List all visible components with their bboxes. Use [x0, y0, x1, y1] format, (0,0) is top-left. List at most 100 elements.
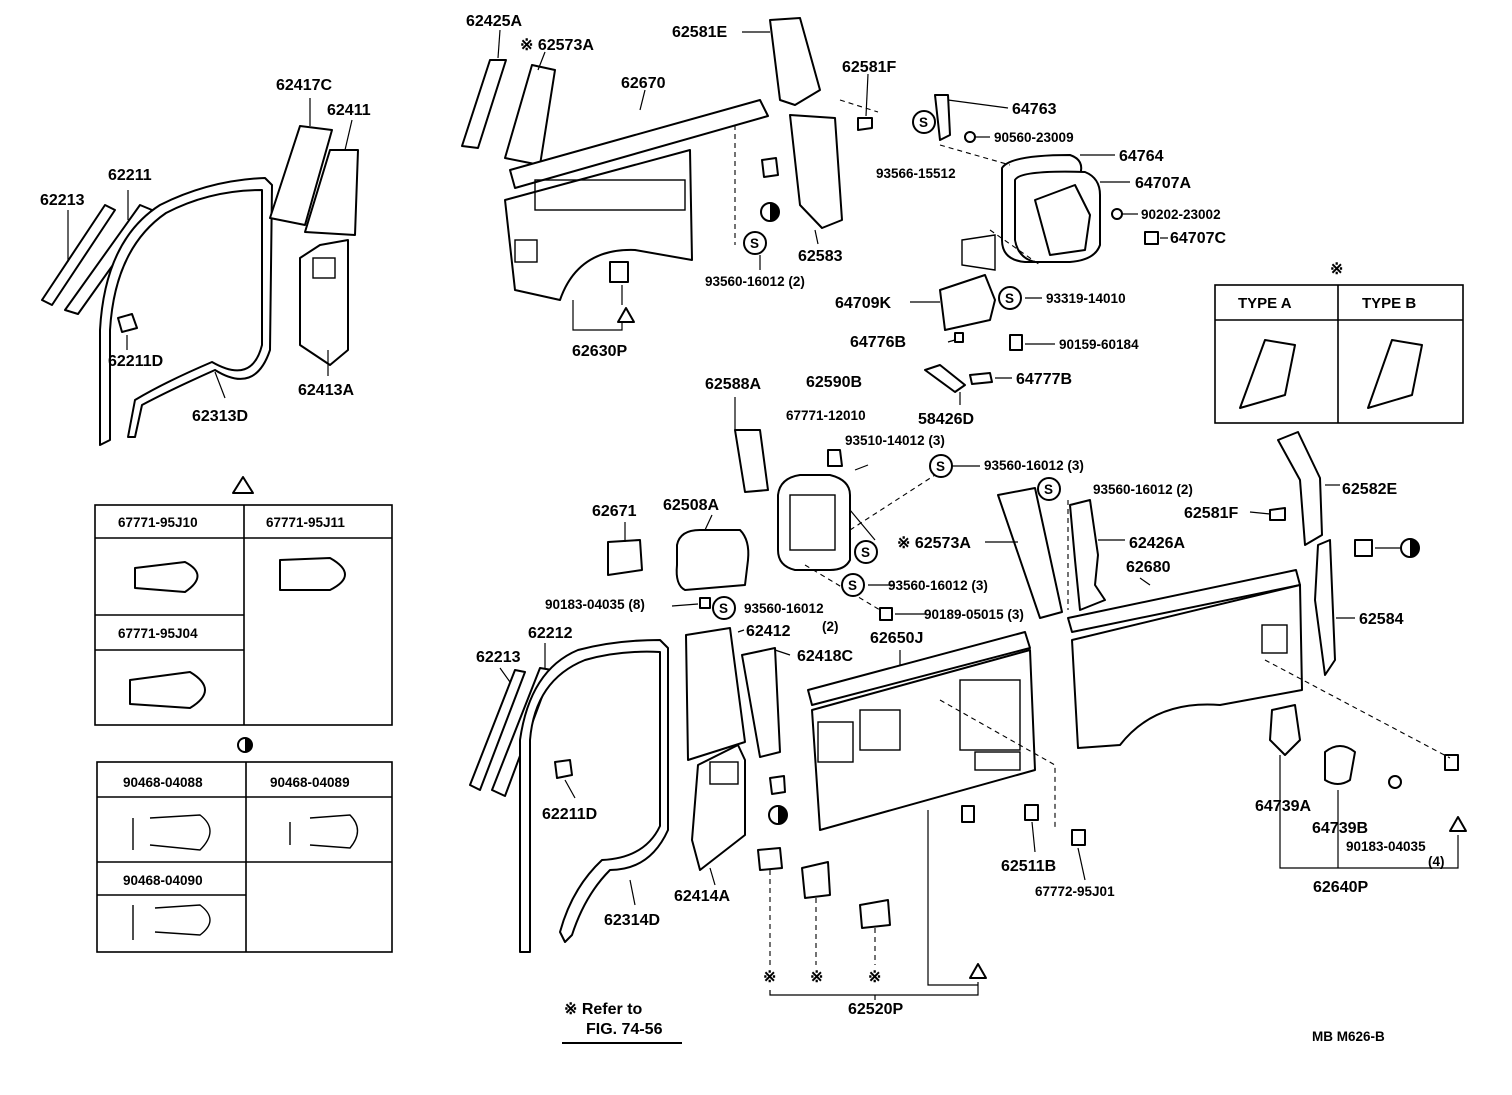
label-64739B: 64739B	[1312, 820, 1368, 837]
clip-legend-cell-1: 67771-95J10	[118, 515, 198, 530]
label-93566-15512: 93566-15512	[876, 166, 956, 181]
part-62520P-plate1	[757, 847, 783, 871]
svg-text:S: S	[750, 236, 759, 251]
svg-text:S: S	[936, 459, 945, 474]
part-62581E	[769, 17, 821, 106]
label-62573A-top: ※ 62573A	[520, 37, 594, 54]
label-2c-qty: (2)	[822, 619, 839, 634]
triangle-marker-62520P	[969, 963, 987, 979]
label-64707A: 64707A	[1135, 175, 1191, 192]
type-table: ※ TYPE A TYPE B	[1214, 261, 1464, 424]
clip-62630P	[609, 261, 629, 283]
triangle-marker-62630P	[617, 307, 635, 323]
s-marker-7: S	[841, 573, 865, 597]
label-62581F-right: 62581F	[1184, 505, 1238, 522]
part-62671	[607, 539, 643, 576]
nut-drawing-04088	[149, 814, 211, 851]
part-62211D-lower	[554, 759, 573, 779]
label-64707C: 64707C	[1170, 230, 1226, 247]
clip-62640P	[1444, 754, 1459, 771]
part-62213-upper	[41, 204, 116, 306]
label-62425A: 62425A	[466, 13, 522, 30]
label-62584: 62584	[1359, 611, 1404, 628]
nut-legend-cell-3: 90468-04090	[123, 873, 203, 888]
label-62581F-top: 62581F	[842, 59, 896, 76]
drawing-code: MB M626-B	[1312, 1029, 1385, 1044]
clip-drawing-95J11	[279, 557, 346, 591]
part-64777B	[969, 372, 993, 385]
label-62590B: 62590B	[806, 374, 862, 391]
label-64739A: 64739A	[1255, 798, 1311, 815]
part-62314D	[519, 639, 669, 953]
part-62511B	[1024, 804, 1039, 821]
part-64707C	[1144, 231, 1159, 245]
part-62411	[304, 149, 359, 236]
label-62313D: 62313D	[192, 408, 248, 425]
type-table-marker: ※	[1330, 261, 1343, 278]
part-64763	[934, 94, 951, 141]
part-62581F-top	[857, 117, 873, 131]
part-62417C	[269, 125, 333, 226]
label-62520P: 62520P	[848, 1001, 903, 1018]
part-62426A	[1069, 499, 1106, 611]
part-90183-04035-4	[1388, 775, 1402, 789]
clip-legend: 67771-95J10 67771-95J11 67771-95J04	[94, 476, 393, 726]
type-a-trim	[1239, 339, 1296, 409]
label-62508A: 62508A	[663, 497, 719, 514]
label-64777B: 64777B	[1016, 371, 1072, 388]
label-90560-23009: 90560-23009	[994, 130, 1074, 145]
part-62588A	[734, 429, 769, 493]
part-62413A	[299, 239, 349, 366]
triangle-marker-62640P	[1449, 816, 1467, 832]
part-64739A	[1269, 704, 1301, 756]
label-67771-12010: 67771-12010	[786, 408, 866, 423]
part-64739B	[1324, 745, 1356, 785]
part-62630P-panel	[504, 149, 693, 301]
label-62511B: 62511B	[1001, 858, 1056, 875]
part-62583	[789, 114, 843, 229]
side-panel-upper-group	[461, 17, 879, 331]
svg-text:S: S	[1044, 482, 1053, 497]
side-panel-lower-group	[985, 431, 1467, 869]
part-62650J-rail	[807, 631, 1031, 706]
part-62590B	[777, 474, 851, 571]
s-marker-1: S	[912, 110, 936, 134]
part-62425A	[461, 59, 507, 149]
nut-legend-cell-1: 90468-04088	[123, 775, 203, 790]
part-90159-60184	[1009, 334, 1023, 351]
clip-half-right	[1354, 539, 1373, 557]
label-62630P: 62630P	[572, 343, 627, 360]
label-62211: 62211	[108, 167, 152, 184]
mark-3: ※	[868, 969, 881, 986]
label-62212: 62212	[528, 625, 573, 642]
part-62584	[1314, 539, 1336, 676]
mark-1: ※	[763, 969, 776, 986]
s-marker-5: S	[1037, 477, 1061, 501]
label-93560-16012-2a: 93560-16012 (2)	[705, 274, 805, 289]
part-90202-23002	[1111, 208, 1123, 220]
screw-markers: S S S S S S S S	[617, 110, 1061, 620]
part-labels: 62425A ※ 62573A 62581E 62581F 62670 6476…	[40, 13, 1445, 1018]
part-62650J	[811, 649, 1036, 831]
part-62640P-panel	[1071, 584, 1303, 749]
label-93319-14010: 93319-14010	[1046, 291, 1126, 306]
s-marker-8: S	[712, 596, 736, 620]
label-90183-qty: (4)	[1428, 854, 1445, 869]
part-90560-23009	[964, 131, 976, 143]
part-67771-12010	[827, 449, 843, 467]
label-90183-04035: 90183-04035	[1346, 839, 1426, 854]
part-62520P-plate3	[859, 899, 891, 929]
label-64764: 64764	[1119, 148, 1164, 165]
part-64776B	[954, 332, 964, 343]
part-62582E	[1277, 431, 1323, 546]
label-62213-lower: 62213	[476, 649, 521, 666]
label-62670: 62670	[621, 75, 666, 92]
s-marker-3: S	[998, 286, 1022, 310]
type-b-header: TYPE B	[1362, 295, 1416, 312]
label-64763: 64763	[1012, 101, 1057, 118]
label-62640P: 62640P	[1313, 879, 1368, 896]
label-62314D: 62314D	[604, 912, 660, 929]
s-marker-6: S	[854, 540, 878, 564]
label-90159-60184: 90159-60184	[1059, 337, 1139, 352]
